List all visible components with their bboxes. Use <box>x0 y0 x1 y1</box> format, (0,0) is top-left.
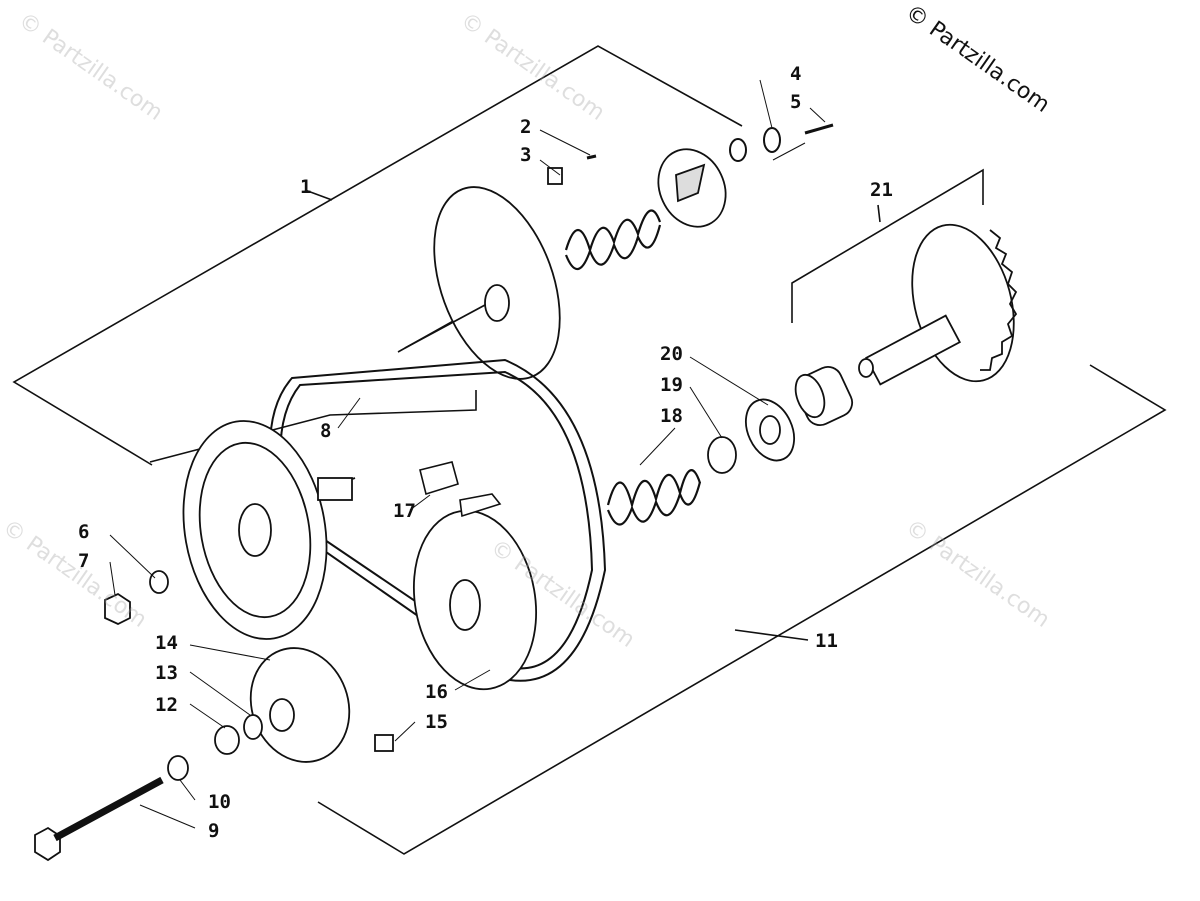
callout-18[interactable]: 18 <box>660 405 683 427</box>
movable-sheave <box>404 186 561 380</box>
bracket-11 <box>317 364 1167 855</box>
callout-19[interactable]: 19 <box>660 374 683 396</box>
callout-15[interactable]: 15 <box>425 711 448 733</box>
callout-9[interactable]: 9 <box>208 820 220 842</box>
callout-5[interactable]: 5 <box>790 91 802 113</box>
callout-17[interactable]: 17 <box>393 500 416 522</box>
spring-upper <box>564 209 662 271</box>
callout-16[interactable]: 16 <box>425 681 448 703</box>
callout-1[interactable]: 1 <box>300 176 312 198</box>
callout-11[interactable]: 11 <box>815 630 838 652</box>
spring-lower <box>606 469 702 526</box>
callout-2[interactable]: 2 <box>520 116 532 138</box>
callout-13[interactable]: 13 <box>155 662 178 684</box>
callout-7[interactable]: 7 <box>78 550 90 572</box>
callout-12[interactable]: 12 <box>155 694 178 716</box>
callout-6[interactable]: 6 <box>78 521 90 543</box>
driven-sheave <box>858 223 1018 386</box>
fixed-sheave <box>182 420 356 640</box>
callout-20[interactable]: 20 <box>660 343 683 365</box>
bracket-21 <box>791 168 984 323</box>
hub-14 <box>249 647 351 763</box>
callout-21[interactable]: 21 <box>870 179 893 201</box>
spider <box>657 148 727 228</box>
callout-8[interactable]: 8 <box>320 420 332 442</box>
bracket-1 <box>12 45 743 466</box>
callout-14[interactable]: 14 <box>155 632 178 654</box>
callout-4[interactable]: 4 <box>790 63 802 85</box>
callout-10[interactable]: 10 <box>208 791 231 813</box>
callout-3[interactable]: 3 <box>520 144 532 166</box>
cam-16 <box>412 509 538 691</box>
